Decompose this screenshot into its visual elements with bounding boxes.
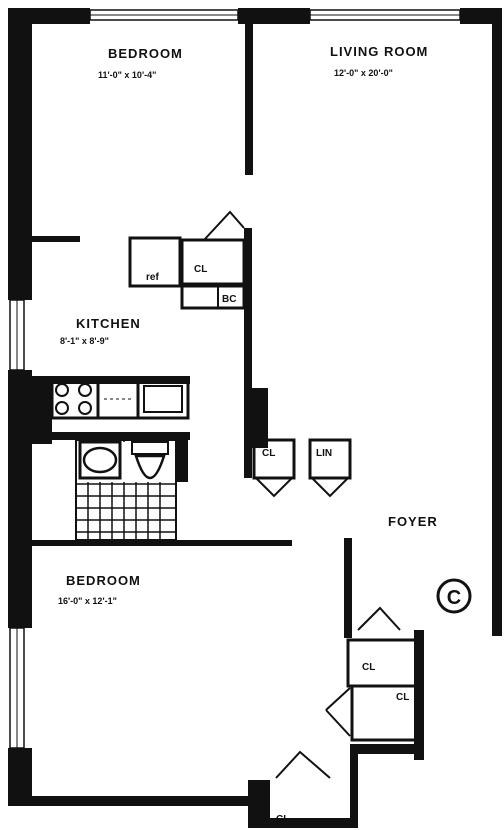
- label-closet-bedroom-lower: CL: [396, 692, 409, 703]
- label-closet-bedroom-upper: CL: [362, 662, 375, 673]
- kitchen-fixtures: [50, 236, 352, 480]
- interior-walls: [30, 20, 424, 828]
- room-labels: BEDROOM 11'-0" x 10'-4" LIVING ROOM 12'-…: [58, 44, 438, 606]
- room-foyer-name: FOYER: [388, 514, 438, 529]
- room-bedroom-2-name: BEDROOM: [66, 573, 141, 588]
- unit-marker-letter: C: [447, 587, 461, 609]
- room-living-room-name: LIVING ROOM: [330, 44, 428, 59]
- label-closet-bottom: CL: [276, 814, 289, 825]
- windows: [9, 9, 461, 749]
- label-ref: ref: [146, 272, 159, 283]
- doors: [203, 210, 401, 779]
- room-bedroom-1-name: BEDROOM: [108, 46, 183, 61]
- fixture-labels: ref CL BC CL LIN CL CL CL: [146, 264, 409, 825]
- room-bedroom-2-dims: 16'-0" x 12'-1": [58, 596, 117, 606]
- room-kitchen-dims: 8'-1" x 8'-9": [60, 336, 109, 346]
- room-living-room-dims: 12'-0" x 20'-0": [334, 68, 393, 78]
- bathroom-fixtures: [75, 439, 177, 541]
- room-kitchen-name: KITCHEN: [76, 316, 141, 331]
- outer-walls: [8, 8, 502, 828]
- label-closet-hall: CL: [262, 448, 275, 459]
- label-linen: LIN: [316, 448, 332, 459]
- label-bc: BC: [222, 294, 236, 305]
- unit-marker: C: [436, 578, 472, 614]
- label-closet-kitchen: CL: [194, 264, 207, 275]
- room-bedroom-1-dims: 11'-0" x 10'-4": [98, 70, 156, 80]
